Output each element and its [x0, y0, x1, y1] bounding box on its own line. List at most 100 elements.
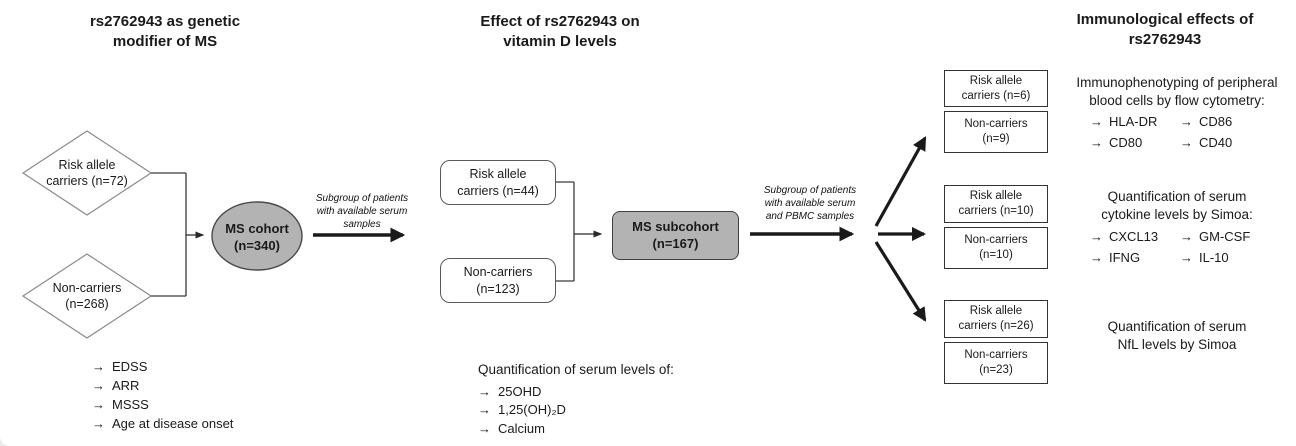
- caption-line: with available serum: [316, 206, 408, 217]
- desc-line: Quantification of serum: [1107, 189, 1247, 204]
- label-line: MS cohort: [225, 221, 289, 236]
- risk-carriers-box-n26: Risk allele carriers (n=26): [944, 300, 1048, 338]
- ms-subcohort-box: MS subcohort (n=167): [612, 211, 739, 260]
- label-line: (n=340): [234, 237, 280, 253]
- caption-line: and PBMC samples: [765, 211, 855, 222]
- box-line: Risk allele: [969, 74, 1023, 87]
- arrow-right-icon: →: [1090, 114, 1103, 129]
- marker-label: IFNG: [1109, 250, 1141, 265]
- caption-line: with available serum: [764, 198, 856, 209]
- list-item: → 1,25(OH)₂D: [478, 401, 674, 420]
- title-line: rs2762943: [1128, 30, 1202, 48]
- caption-line: Subgroup of patients: [315, 193, 409, 204]
- box-line: MS subcohort: [632, 218, 719, 234]
- list-item-label: MSSS: [112, 396, 149, 412]
- subgroup-serum-caption: Subgroup of patients with available seru…: [308, 192, 416, 231]
- arrow-to-flow-cytometry-group: [874, 136, 927, 227]
- risk-carriers-diamond-label: Risk allele carriers (n=72): [17, 157, 157, 190]
- arrow-right-icon: →: [1090, 229, 1103, 244]
- cytokine-markers: → CXCL13 →GM-CSF → IFNG →IL-10: [1090, 229, 1270, 265]
- non-carriers-box-n10: Non-carriers (n=10): [944, 227, 1048, 269]
- risk-carriers-box-n10: Risk allele carriers (n=10): [944, 185, 1048, 223]
- non-carriers-box-n123: Non-carriers (n=123): [440, 258, 556, 303]
- section-title-vitamin-d: Effect of rs2762943 on vitamin D levels: [435, 12, 685, 51]
- title-line: rs2762943 as genetic: [89, 13, 241, 30]
- box-line: carriers (n=10): [958, 205, 1034, 217]
- non-carriers-diamond: [21, 253, 153, 339]
- arrow-right-icon: →: [478, 402, 491, 418]
- marker-item: →IL-10: [1180, 250, 1270, 265]
- section-title-immunological: Immunological effects of rs2762943: [1040, 10, 1290, 49]
- title-line: Effect of rs2762943 on: [480, 13, 640, 30]
- box-line: carriers (n=44): [457, 183, 539, 198]
- list-item-label: EDSS: [112, 359, 148, 374]
- list-item: →25OHD: [478, 383, 674, 402]
- arrow-right-icon: →: [1090, 135, 1103, 150]
- box-line: Non-carriers: [463, 265, 533, 280]
- left-bracket-connector: [151, 172, 187, 297]
- label-line: Risk allele: [58, 158, 116, 172]
- arrow-to-nfl-group: [874, 241, 927, 322]
- marker-label: CD40: [1199, 135, 1233, 150]
- marker-label: CD86: [1199, 114, 1233, 129]
- nfl-description: Quantification of serum NfL levels by Si…: [1058, 318, 1296, 354]
- list-item: → Age at disease onset: [92, 415, 233, 434]
- marker-label: IL-10: [1199, 250, 1229, 265]
- list-item-label: 25OHD: [498, 383, 542, 399]
- box-line: Risk allele: [469, 167, 527, 182]
- list-item: → ARR: [92, 377, 233, 396]
- box-line: (n=9): [982, 133, 1010, 145]
- arrow-right-icon: →: [92, 359, 105, 374]
- box-line: Non-carriers: [964, 234, 1028, 247]
- marker-item: →HLA-DR: [1090, 114, 1180, 129]
- list-item: →MSSS: [92, 396, 233, 415]
- caption-line: Subgroup of patients: [763, 185, 857, 196]
- risk-carriers-box-n44: Risk allele carriers (n=44): [440, 160, 556, 205]
- non-carriers-box-n9: Non-carriers (n=9): [944, 111, 1048, 153]
- box-line: (n=123): [476, 281, 520, 296]
- box-line: carriers (n=26): [958, 320, 1034, 332]
- serum-quantification-list: Quantification of serum levels of: →25OH…: [478, 360, 674, 439]
- box-line: carriers (n=6): [961, 89, 1031, 102]
- desc-line: NfL levels by Simoa: [1117, 337, 1237, 353]
- ms-cohort-label: MS cohort (n=340): [210, 221, 304, 255]
- section-title-genetic-modifier: rs2762943 as genetic modifier of MS: [40, 12, 290, 51]
- title-line: Immunological effects of: [1076, 11, 1254, 28]
- marker-item: → CD80: [1090, 135, 1180, 150]
- list-item: → Calcium: [478, 420, 674, 439]
- marker-item: →GM-CSF: [1180, 229, 1270, 244]
- ms-cohort-ellipse: [211, 201, 303, 271]
- title-line: vitamin D levels: [503, 32, 617, 50]
- middle-bracket-connector: [556, 181, 575, 282]
- arrow-right-icon: →: [1180, 114, 1193, 129]
- cytokine-description: Quantification of serum cytokine levels …: [1058, 188, 1296, 224]
- non-carriers-box-n23: Non-carriers (n=23): [944, 342, 1048, 384]
- box-line: Non-carriers: [964, 118, 1028, 131]
- desc-line: Quantification of serum: [1107, 319, 1247, 334]
- label-line: carriers (n=72): [46, 174, 128, 189]
- list-item-label: Age at disease onset: [112, 415, 234, 431]
- subgroup-serum-pbmc-caption: Subgroup of patients with available seru…: [754, 184, 866, 223]
- arrow-right-icon: →: [1090, 250, 1103, 265]
- flow-cytometry-markers: →HLA-DR → CD86 → CD80 → CD40: [1090, 114, 1270, 150]
- marker-label: CXCL13: [1109, 229, 1159, 244]
- list-item-label: 1,25(OH)₂D: [498, 402, 566, 418]
- ms-outcome-list: → EDSS → ARR →MSSS → Age at disease onset: [92, 358, 233, 433]
- box-line: (n=167): [652, 235, 699, 251]
- marker-label: CD80: [1109, 135, 1143, 150]
- box-line: (n=10): [979, 249, 1013, 261]
- marker-item: → IFNG: [1090, 250, 1180, 265]
- list-item-label: ARR: [112, 377, 140, 393]
- risk-carriers-diamond: [21, 130, 153, 216]
- list-item-label: Calcium: [498, 421, 545, 437]
- arrow-right-icon: →: [92, 377, 105, 393]
- caption-line: samples: [343, 219, 381, 230]
- desc-line: blood cells by flow cytometry:: [1089, 93, 1265, 109]
- desc-line: Immunophenotyping of peripheral: [1076, 75, 1278, 90]
- flow-cytometry-description: Immunophenotyping of peripheral blood ce…: [1058, 74, 1296, 110]
- arrow-right-icon: →: [478, 421, 491, 437]
- arrow-right-icon: →: [92, 415, 105, 431]
- label-line: Non-carriers: [52, 281, 122, 295]
